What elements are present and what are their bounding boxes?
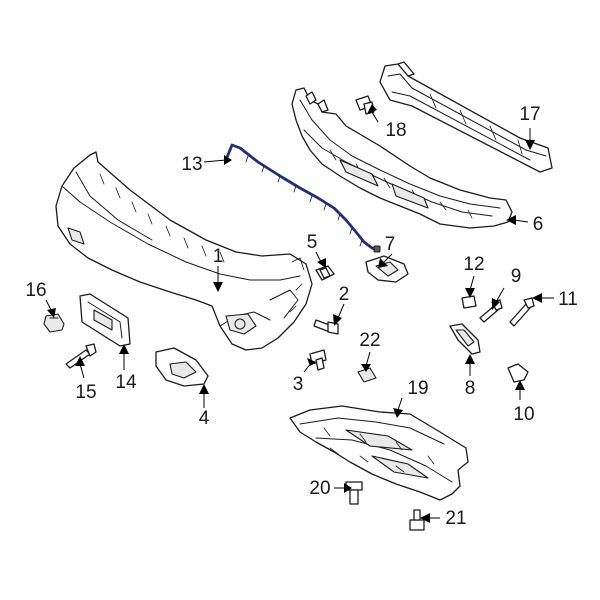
bolt-2[interactable]: [313, 319, 339, 335]
bumper-cover[interactable]: [55, 151, 313, 351]
callout-12: 12: [463, 254, 484, 275]
bracket-8[interactable]: [449, 323, 481, 355]
callout-2: 2: [339, 284, 350, 305]
bolt-11[interactable]: [509, 297, 535, 327]
lower-bracket-4[interactable]: [155, 347, 209, 387]
nut-12[interactable]: [461, 295, 477, 309]
callout-3: 3: [293, 374, 304, 395]
leader-lines: [45, 104, 554, 523]
reinforcement-beam[interactable]: [379, 61, 553, 173]
push-pin-15[interactable]: [65, 343, 97, 369]
callout-15: 15: [75, 382, 96, 403]
callout-7: 7: [385, 234, 396, 255]
callout-19: 19: [407, 378, 428, 399]
callout-6: 6: [533, 214, 544, 235]
callout-18: 18: [385, 120, 406, 141]
callout-11: 11: [558, 289, 578, 310]
bracket-7[interactable]: [365, 255, 409, 283]
callout-16: 16: [25, 280, 46, 301]
callout-21: 21: [445, 508, 466, 529]
bolt-21[interactable]: [409, 509, 425, 531]
wiring-harness-strip[interactable]: [224, 143, 381, 253]
callout-9: 9: [511, 266, 522, 287]
callout-22: 22: [359, 330, 380, 351]
callout-5: 5: [307, 232, 318, 253]
bracket-10[interactable]: [507, 363, 529, 383]
callout-8: 8: [465, 378, 476, 399]
lower-absorber[interactable]: [291, 87, 513, 229]
bolt-20[interactable]: [345, 481, 363, 505]
clip-16[interactable]: [43, 313, 65, 333]
bolt-3[interactable]: [309, 349, 327, 371]
splash-shield[interactable]: [289, 405, 469, 501]
bolt-5[interactable]: [315, 265, 335, 281]
callout-13: 13: [181, 154, 202, 175]
callout-10: 10: [513, 404, 534, 425]
callout-1: 1: [213, 246, 224, 267]
callout-labels: 1 2 3 4 5 6 7 8 9 10 11 12 13 14 15 16 1…: [25, 104, 577, 529]
license-plate-bracket[interactable]: [79, 293, 131, 347]
callout-17: 17: [519, 104, 540, 125]
callout-20: 20: [309, 478, 330, 499]
callout-4: 4: [199, 408, 210, 429]
callout-14: 14: [115, 372, 137, 393]
